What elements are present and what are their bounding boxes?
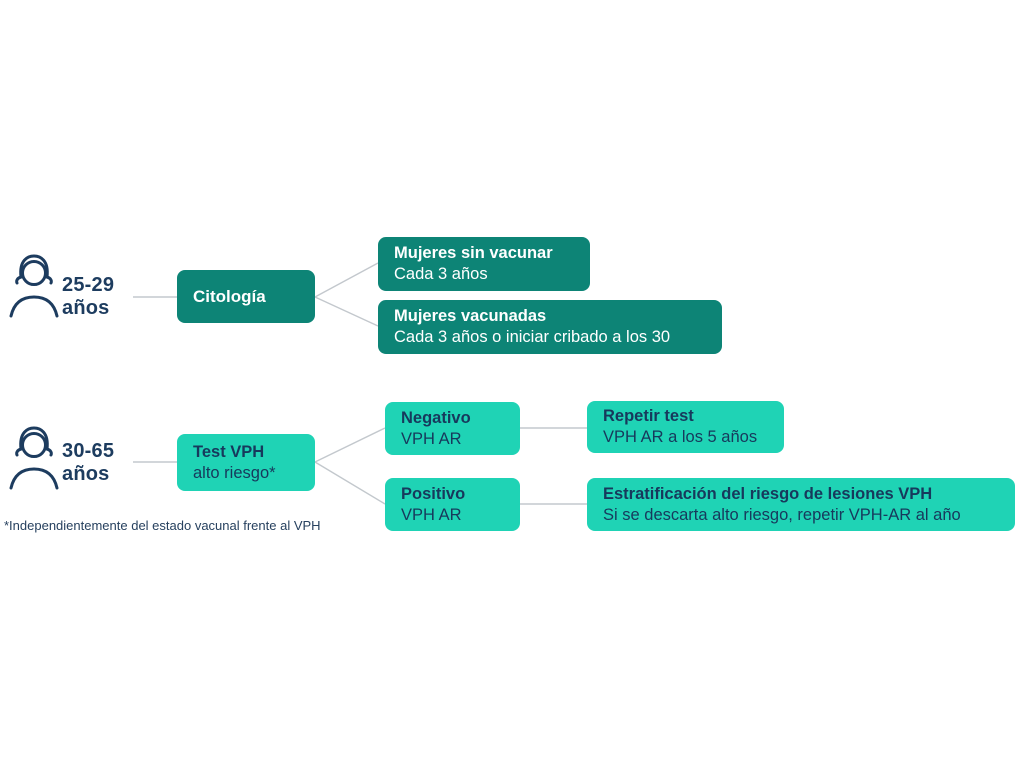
- node-title: Estratificación del riesgo de lesiones V…: [603, 484, 933, 503]
- node-mujeres-vacunadas: Mujeres vacunadas Cada 3 años o iniciar …: [378, 300, 722, 354]
- node-positivo: Positivo VPH AR: [385, 478, 520, 531]
- node-test-vph: Test VPH alto riesgo*: [177, 434, 315, 491]
- node-title: Negativo: [401, 408, 471, 427]
- node-subtitle: Si se descarta alto riesgo, repetir VPH-…: [603, 505, 961, 524]
- node-title: Mujeres vacunadas: [394, 307, 547, 325]
- age-line1: 30-65: [62, 440, 115, 462]
- node-citologia: Citología: [177, 270, 315, 323]
- node-subtitle: VPH AR: [401, 505, 462, 524]
- node-title: Test VPH: [193, 442, 265, 461]
- node-title: Citología: [193, 287, 266, 306]
- footnote: *Independientemente del estado vacunal f…: [4, 518, 321, 533]
- age-line2: años: [62, 463, 110, 485]
- age-group-30-65: 30-65 años: [62, 440, 114, 486]
- node-subtitle: alto riesgo*: [193, 463, 276, 482]
- node-subtitle: VPH AR a los 5 años: [603, 428, 758, 446]
- age-line1: 25-29: [62, 274, 115, 296]
- age-line2: años: [62, 297, 110, 319]
- node-title: Mujeres sin vacunar: [394, 244, 553, 262]
- node-mujeres-sin-vacunar: Mujeres sin vacunar Cada 3 años: [378, 237, 590, 291]
- node-subtitle: VPH AR: [401, 429, 462, 448]
- node-title: Positivo: [401, 484, 466, 503]
- woman-icon: [9, 254, 59, 318]
- node-subtitle: Cada 3 años: [394, 265, 488, 283]
- age-group-25-29: 25-29 años: [62, 274, 114, 320]
- node-subtitle: Cada 3 años o iniciar cribado a los 30: [394, 328, 671, 346]
- node-estratificacion: Estratificación del riesgo de lesiones V…: [587, 478, 1015, 531]
- node-repetir-test: Repetir test VPH AR a los 5 años: [587, 401, 784, 453]
- woman-icon: [9, 426, 59, 490]
- node-negativo: Negativo VPH AR: [385, 402, 520, 455]
- node-title: Repetir test: [603, 407, 694, 425]
